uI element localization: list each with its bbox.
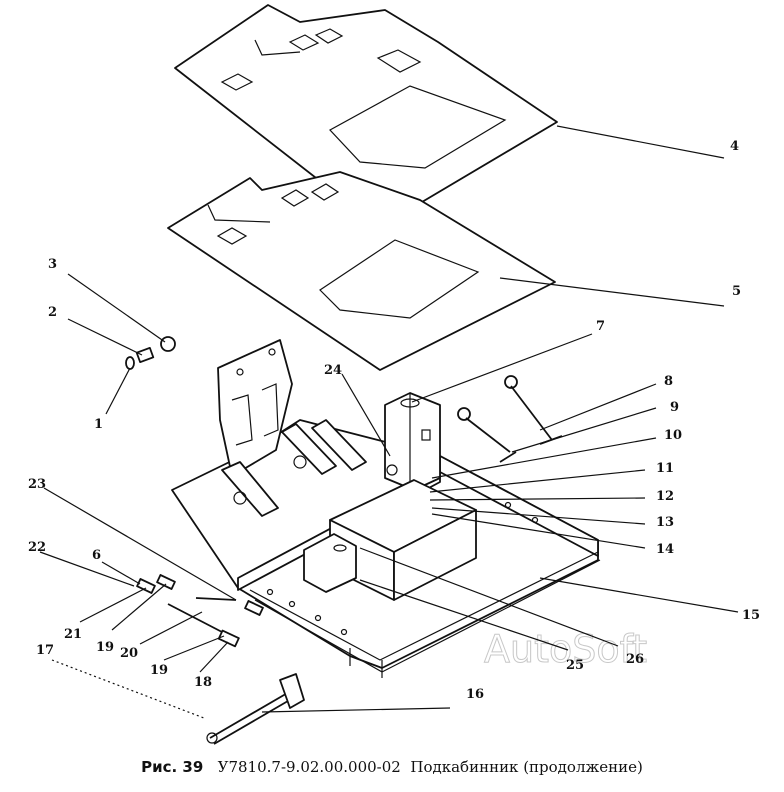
callout-14: 14	[656, 542, 674, 557]
leader-lines	[39, 125, 739, 719]
callout-2: 2	[48, 305, 57, 320]
callout-labels: 4 5 3 2 1 7 24 8 9 10 11 12 13 14 15 23 …	[28, 139, 760, 702]
callout-26: 26	[626, 652, 644, 667]
callout-3: 3	[48, 257, 57, 272]
callout-6: 6	[92, 548, 101, 563]
callout-4: 4	[730, 139, 739, 154]
callout-5: 5	[732, 284, 741, 299]
callout-7: 7	[596, 319, 605, 334]
callout-17: 17	[36, 643, 54, 658]
callout-10: 10	[664, 428, 682, 443]
small-parts-left	[125, 336, 176, 370]
callout-13: 13	[656, 515, 674, 530]
callout-8: 8	[664, 374, 673, 389]
callout-15: 15	[742, 608, 760, 623]
levers	[457, 375, 563, 463]
figure-title: Подкабинник (продолжение)	[410, 758, 643, 776]
pedal-bracket	[217, 339, 293, 477]
small-parts-bottom	[136, 574, 264, 648]
figure-caption: Рис. 39 У7810.7-9.02.00.000-02 Подкабинн…	[0, 758, 784, 776]
callout-24: 24	[324, 363, 342, 378]
callout-18: 18	[194, 675, 212, 690]
callout-22: 22	[28, 540, 46, 555]
figure-number: Рис. 39	[141, 758, 204, 776]
callout-19b: 19	[150, 663, 168, 678]
callout-20: 20	[120, 646, 138, 661]
callout-9: 9	[670, 400, 679, 415]
callout-16: 16	[466, 687, 484, 702]
callout-19a: 19	[96, 640, 114, 655]
callout-1: 1	[94, 417, 103, 432]
lever-post	[384, 392, 441, 491]
drawing-code: У7810.7-9.02.00.000-02	[217, 758, 401, 776]
pedal-pads	[221, 419, 367, 517]
callout-11: 11	[656, 461, 674, 476]
callout-12: 12	[656, 489, 674, 504]
shaft-assembly	[206, 673, 305, 745]
battery-box	[303, 479, 477, 601]
callout-21: 21	[64, 627, 82, 642]
lower-floor-mat	[167, 171, 556, 371]
callout-23: 23	[28, 477, 46, 492]
callout-25: 25	[566, 658, 584, 673]
